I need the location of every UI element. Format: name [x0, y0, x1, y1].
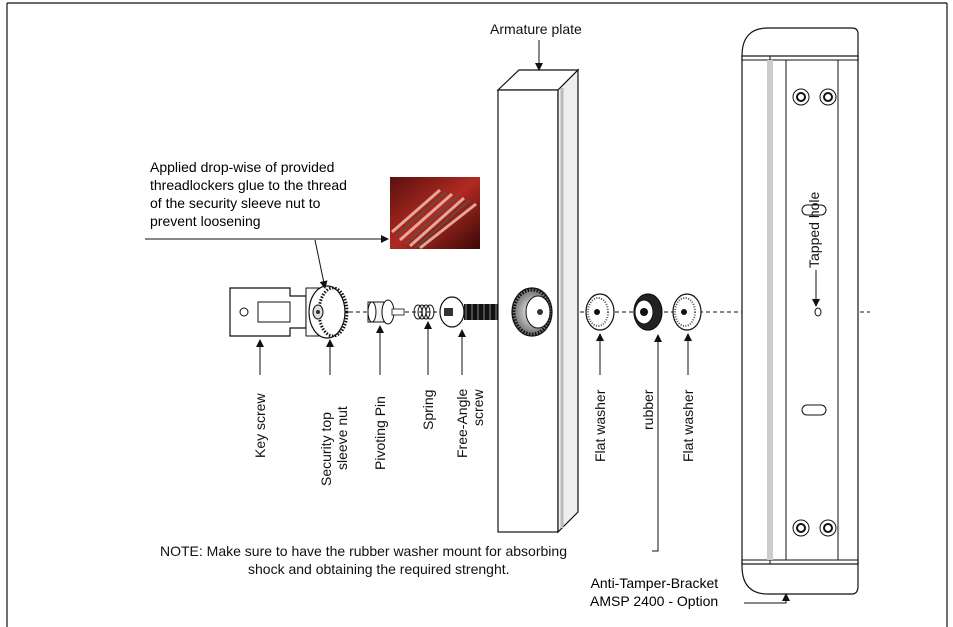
free-angle-label: Free-Angle — [454, 388, 470, 458]
rubber-label: rubber — [640, 389, 656, 430]
flat-washer-1-label: Flat washer — [592, 389, 608, 462]
screw-label: screw — [470, 389, 486, 426]
glue-note-block: Applied drop-wise of provided threadlock… — [150, 158, 347, 230]
glue-note-line-4: prevent loosening — [150, 213, 261, 229]
spring-part — [413, 304, 435, 320]
security-sleeve-nut-part — [305, 285, 349, 339]
bracket-caption: Anti-Tamper-Bracket AMSP 2400 - Option — [590, 574, 718, 610]
key-screw-part — [229, 287, 307, 337]
note-line-2: shock and obtaining the required strengh… — [248, 561, 510, 577]
glue-note-line-1: Applied drop-wise of provided — [150, 159, 335, 175]
bracket-caption-line-1: Anti-Tamper-Bracket — [590, 575, 719, 591]
threadlocker-photo — [390, 177, 480, 250]
note-block: NOTE: Make sure to have the rubber washe… — [160, 542, 567, 578]
rubber-washer-part — [633, 293, 663, 331]
spring-label: Spring — [420, 389, 436, 430]
pivoting-pin-part — [367, 299, 405, 325]
sleeve-nut-label: sleeve nut — [334, 406, 350, 470]
tapped-hole-label: Tapped hole — [806, 191, 822, 268]
flat-washer-2-part — [672, 293, 702, 331]
armature-plate-label: Armature plate — [490, 21, 582, 37]
note-line-1: NOTE: Make sure to have the rubber washe… — [160, 543, 567, 559]
flat-washer-1-part — [585, 293, 615, 331]
glue-note-line-2: threadlockers glue to the thread — [150, 177, 347, 193]
page-border — [6, 2, 948, 627]
anti-tamper-bracket-part — [741, 27, 859, 595]
key-screw-label: Key screw — [252, 393, 268, 458]
plate-sleeve-bushing-part — [511, 287, 553, 337]
flat-washer-2-label: Flat washer — [680, 389, 696, 462]
security-top-label: Security top — [318, 412, 334, 486]
glue-note-line-3: of the security sleeve nut to — [150, 195, 321, 211]
leader-lines — [145, 40, 820, 604]
bracket-caption-line-2: AMSP 2400 - Option — [590, 593, 719, 609]
pivoting-pin-label: Pivoting Pin — [372, 396, 388, 470]
